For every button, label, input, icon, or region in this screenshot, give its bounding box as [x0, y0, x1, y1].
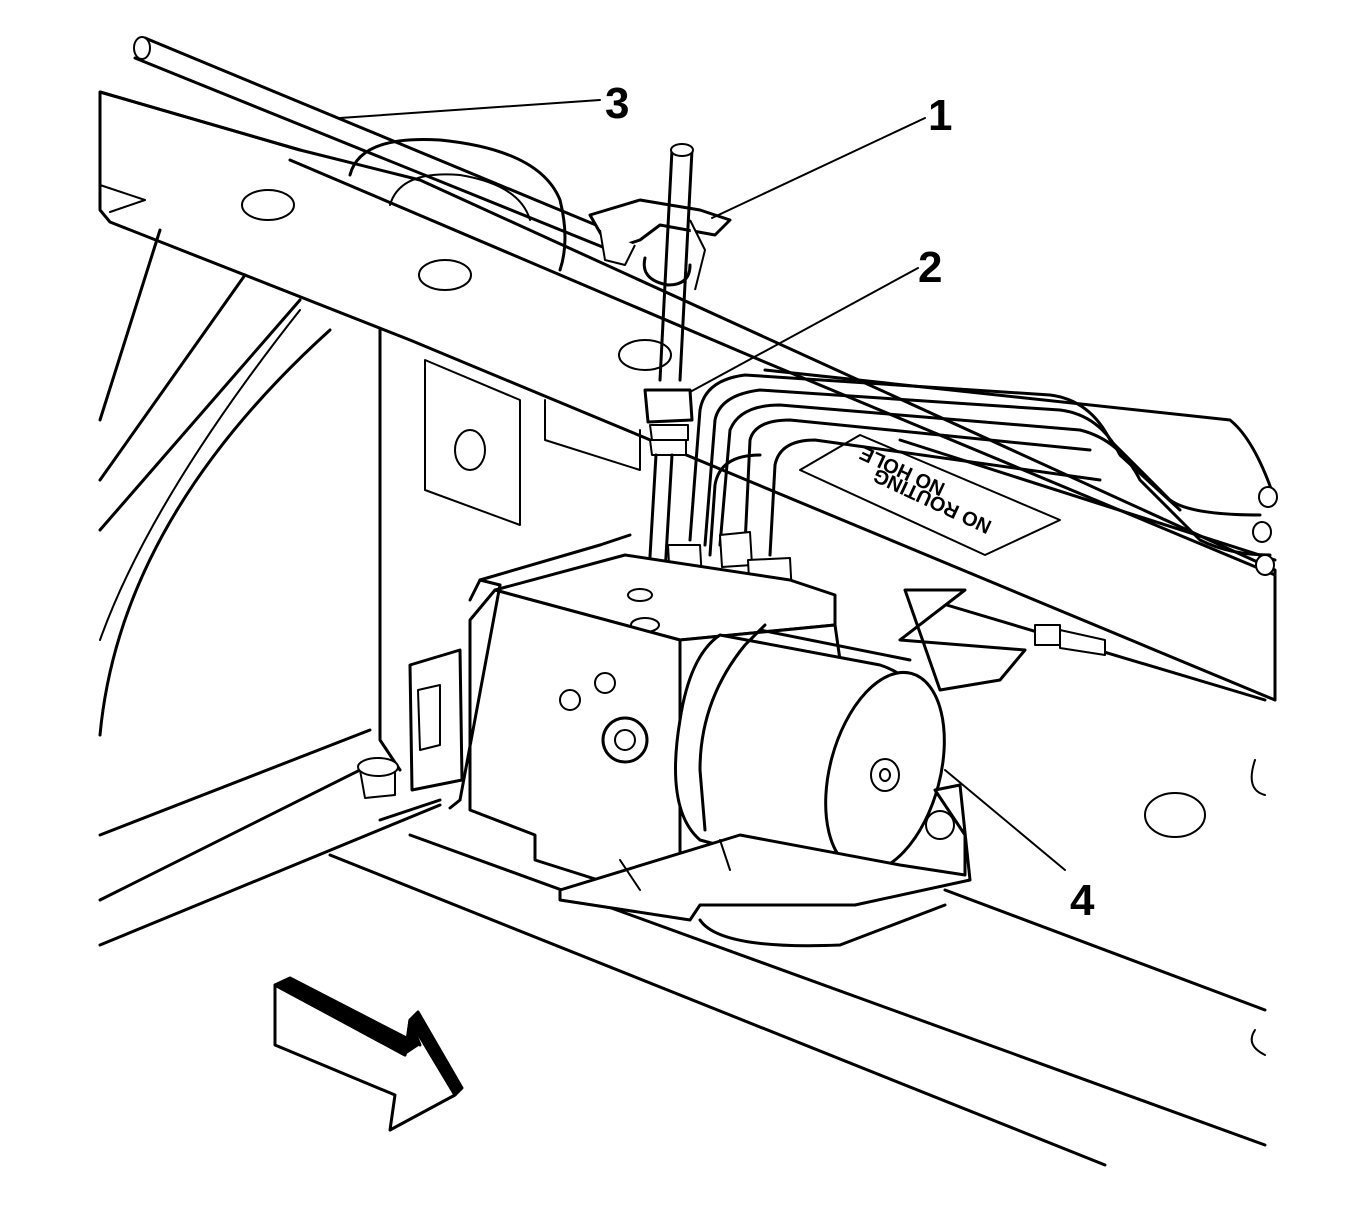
callout-3: 3: [605, 79, 629, 128]
brake-lines: [133, 36, 1278, 613]
callout-leaders: [339, 99, 1066, 871]
mounting-hole: [241, 189, 295, 221]
callout-2: 2: [918, 243, 942, 292]
tube-nut: [643, 388, 694, 424]
leader-4: [944, 769, 1066, 871]
mounting-hole: [618, 339, 672, 371]
module-bracket: [558, 783, 972, 922]
leader-3: [339, 99, 601, 119]
brake-pipe-3: [143, 36, 622, 237]
leader-2: [689, 267, 919, 393]
callout-1: 1: [928, 91, 952, 140]
mounting-hole: [1144, 792, 1206, 838]
leader-1: [711, 117, 926, 219]
forward-arrow-icon: [273, 976, 464, 1132]
callout-labels: 3 1 2 4: [605, 79, 1095, 925]
frame-opening: [348, 137, 567, 272]
callout-4: 4: [1070, 876, 1095, 925]
abs-modulator-assembly: [357, 533, 1106, 948]
label-plate: [799, 434, 1061, 556]
mounting-hole: [418, 259, 472, 291]
